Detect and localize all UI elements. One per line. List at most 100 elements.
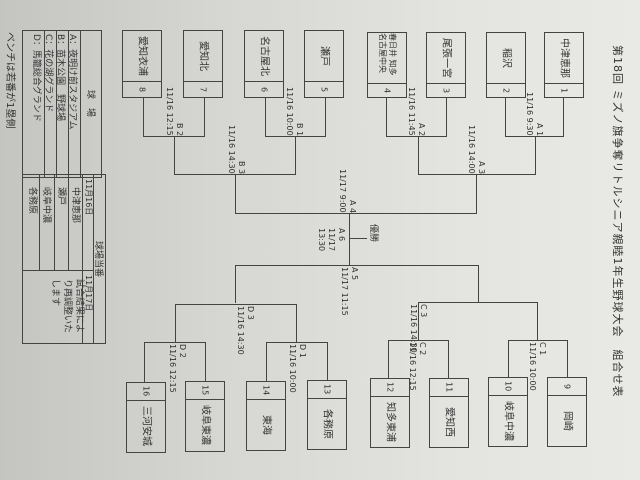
team-name: 中津恵那 (558, 38, 570, 78)
match-label-text: A 1 (535, 122, 544, 136)
match-label-text: 11/16 11:45 (407, 87, 416, 136)
bracket-a4 (235, 174, 477, 214)
match-label-text: 11/16 9:30 (525, 92, 534, 136)
team-seed: 11 (430, 379, 468, 397)
match-label-text: C 1 (538, 342, 547, 356)
bracket-a1 (505, 98, 564, 137)
team-seed: 14 (247, 382, 285, 400)
duty-team: 各務原 (27, 187, 37, 215)
team-seed: 10 (489, 378, 527, 396)
duty-team: 瀬戸 (56, 187, 66, 206)
team-box-12: 12 知多東浦 (370, 378, 410, 448)
team-name: 愛知北 (197, 41, 209, 71)
bracket-d3 (175, 304, 297, 343)
team-box-4: 春日井 知多 名古屋中央 4 (367, 32, 407, 98)
match-label-text: D 1 (298, 344, 307, 358)
team-name: 愛知西 (443, 406, 455, 437)
team-name: 知多東浦 (384, 401, 396, 442)
match-label-text: A 4 (348, 199, 357, 213)
team-name: 岡崎 (561, 410, 573, 431)
venue-item: B：苗木公園 野球場 (55, 31, 69, 177)
duty-day2: 11月17日 (84, 275, 93, 312)
match-label-text: 11/16 12:15 (168, 344, 177, 393)
team-name: 三河安城 (140, 406, 152, 446)
team-seed: 3 (427, 83, 465, 97)
team-name: 愛知衣浦 (136, 36, 148, 76)
duty-table: 球場当番 11月16日 11月17日 中津恵那 瀬戸 岐阜中濃 各務原 試合結果… (22, 174, 106, 344)
match-label-text: 11/16 12:15 (408, 342, 417, 391)
team-name: 春日井 知多 名古屋中央 (378, 33, 397, 76)
champion-label: 優勝 (368, 224, 378, 243)
team-seed: 8 (123, 81, 161, 97)
team-box-15: 15 岐阜東濃 (185, 381, 225, 452)
team-name: 稲沢 (500, 48, 512, 68)
bracket-c3 (418, 302, 538, 341)
match-label-text: 11/16 14:30 (409, 304, 418, 353)
team-box-11: 11 愛知西 (429, 378, 469, 448)
team-box-3: 尾張一宮 3 (426, 32, 466, 98)
match-label-text: 11/17 9:00 (338, 169, 347, 213)
final-line (349, 213, 350, 266)
match-label-text: 11/16 14:30 (227, 125, 236, 174)
match-label-text: A 5 (350, 267, 359, 281)
duty-day1: 11月16日 (84, 179, 93, 216)
match-label-text: B 1 (295, 122, 304, 136)
team-seed: 5 (305, 81, 343, 97)
team-box-5: 瀬戸 5 (304, 30, 344, 98)
venue-table: 球 場 A：夜明け前スタジアム B：苗木公園 野球場 C：花の湖グランド D：馬… (22, 30, 102, 178)
team-box-8: 愛知衣浦 8 (122, 30, 162, 98)
match-label-text: 11/16 10:00 (285, 87, 294, 136)
match-label-text: 11/17 (327, 228, 336, 252)
match-label-text: 11/16 14:00 (467, 125, 476, 174)
match-label-text: A 6 (337, 228, 346, 242)
match-label-text: C 2 (418, 342, 427, 356)
team-seed: 4 (368, 83, 406, 97)
venue-header: 球 場 (85, 90, 95, 118)
team-name: 名古屋北 (258, 36, 270, 76)
duty-team: 岐阜中濃 (41, 187, 51, 224)
venue-item: D：馬籠総合グランド (31, 31, 45, 177)
team-name: 岐阜東濃 (199, 405, 211, 445)
venue-item: C：花の湖グランド (43, 31, 57, 177)
team-box-2: 稲沢 2 (486, 32, 526, 98)
match-label-text: 13:30 (317, 228, 326, 252)
match-label-text: C 3 (419, 304, 428, 318)
match-label-text: 11/17 11:15 (340, 267, 349, 316)
team-seed: 6 (245, 81, 283, 97)
team-box-16: 16 三河安城 (126, 382, 166, 453)
team-seed: 9 (548, 378, 586, 396)
bracket-a3 (418, 136, 536, 175)
team-seed: 2 (487, 83, 525, 97)
team-seed: 12 (371, 379, 409, 397)
match-label-text: 11/16 10:00 (528, 342, 537, 391)
bracket-c1 (508, 340, 568, 378)
team-name: 瀬戸 (318, 46, 330, 66)
team-seed: 7 (184, 81, 222, 97)
team-seed: 15 (186, 382, 224, 400)
team-name: 尾張一宮 (440, 38, 452, 78)
match-label-text: D 2 (178, 344, 187, 358)
match-label-text: B 2 (175, 122, 184, 136)
bench-note: ベンチは若番が1塁側 (4, 32, 15, 129)
bracket-d2 (144, 342, 206, 382)
bracket-d1 (266, 342, 328, 381)
duty-day2-note: 試合結果により再調整いたします (50, 279, 84, 334)
duty-team: 中津恵那 (70, 187, 80, 224)
team-seed: 16 (127, 383, 165, 401)
